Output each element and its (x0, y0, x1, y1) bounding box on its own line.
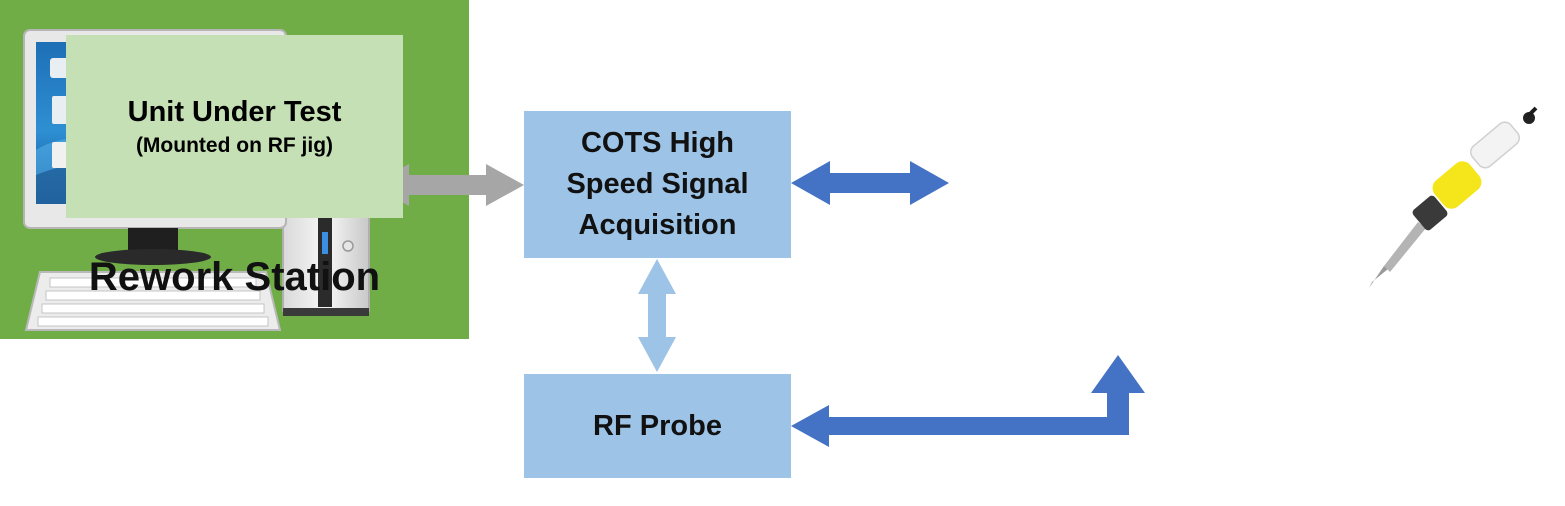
rework-station-block: Unit Under Test (Mounted on RF jig) Rewo… (0, 0, 469, 339)
unit-under-test-block: Unit Under Test (Mounted on RF jig) (66, 35, 403, 218)
cots-label-line3: Acquisition (578, 209, 737, 241)
uut-title: Unit Under Test (127, 95, 342, 128)
rf-probe-block: RF Probe (524, 374, 791, 478)
arrow-probe-rework (791, 355, 1145, 447)
cots-acquisition-block: COTS High Speed Signal Acquisition (524, 111, 791, 258)
arrow-cots-probe (638, 259, 676, 372)
cots-label-line2: Speed Signal (566, 168, 749, 200)
cots-label-line1: COTS High (580, 127, 735, 159)
rf-probe-label: RF Probe (593, 409, 722, 442)
rework-station-label: Rework Station (88, 255, 381, 299)
uut-subtitle: (Mounted on RF jig) (135, 133, 334, 157)
soldering-iron-icon (1369, 106, 1538, 288)
arrow-computer-cots (371, 164, 524, 206)
arrow-cots-uut (791, 161, 949, 205)
